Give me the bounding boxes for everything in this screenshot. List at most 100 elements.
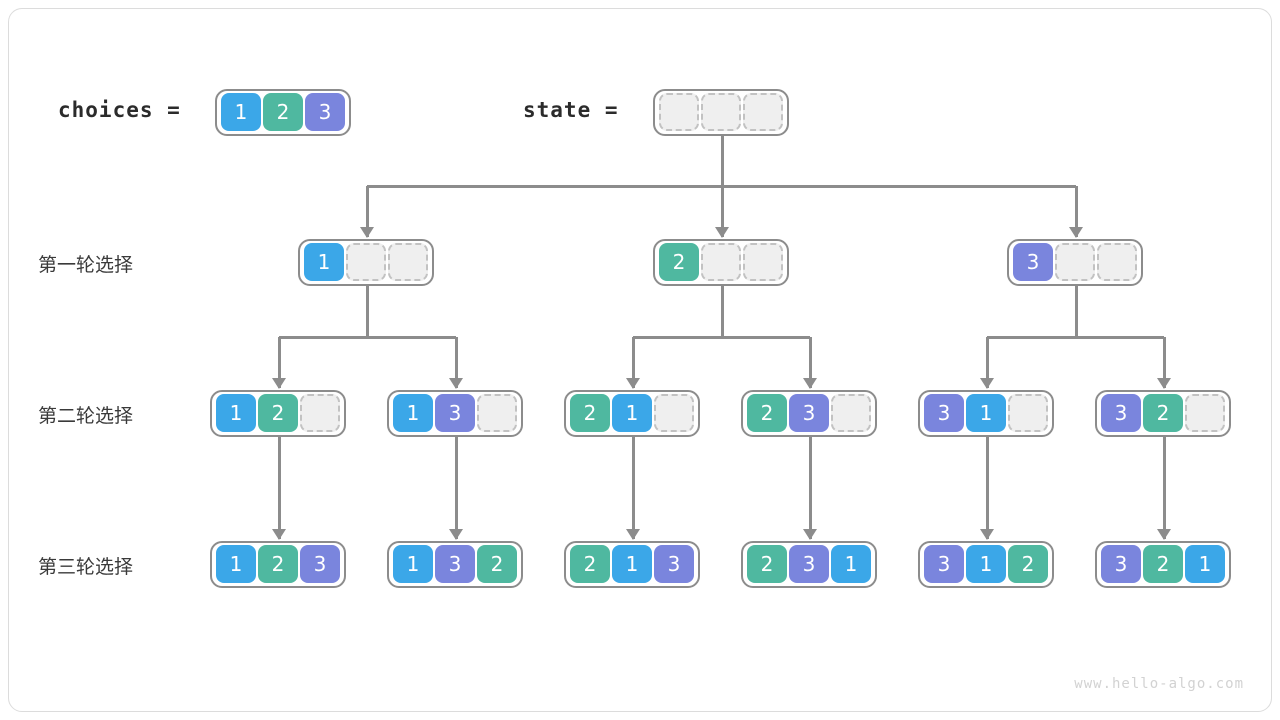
array-cell-empty (743, 93, 783, 131)
arrow-to-level3-node-5 (980, 528, 994, 540)
array-cell-filled: 2 (258, 545, 298, 583)
connector-root-stem (720, 135, 724, 186)
level1-node-3: 3 (1007, 238, 1143, 286)
state-label: state = (523, 98, 619, 122)
connector-level1-bus-2 (633, 335, 810, 339)
array-cell-filled: 3 (1101, 545, 1141, 583)
array-cell-filled: 1 (831, 545, 871, 583)
connector-level1-stem-3 (1074, 285, 1078, 337)
connector-root-branch-1 (365, 186, 369, 237)
connector-level1-bus-1 (279, 335, 456, 339)
array-cell-empty (346, 243, 386, 281)
connector-level2-stem-4 (808, 436, 812, 539)
array-cell-empty (701, 243, 741, 281)
array-cell-filled: 3 (654, 545, 694, 583)
arrow-to-level1-node-3 (1069, 226, 1083, 238)
array-cell-filled: 2 (1143, 394, 1183, 432)
array-cell-empty (300, 394, 340, 432)
connector-level1-branch-2 (454, 337, 458, 388)
array-cell-filled: 3 (435, 545, 475, 583)
array-cell-filled: 1 (1185, 545, 1225, 583)
connector-level1-branch-6 (1162, 337, 1166, 388)
connector-level2-stem-1 (277, 436, 281, 539)
array-cell-filled: 3 (789, 394, 829, 432)
array-cell-filled: 1 (221, 93, 261, 131)
array-cell-filled: 2 (477, 545, 517, 583)
array-cell-empty (743, 243, 783, 281)
arrow-to-level3-node-2 (449, 528, 463, 540)
arrow-to-level3-node-4 (803, 528, 817, 540)
arrow-to-level2-node-1 (272, 377, 286, 389)
array-cell-filled: 2 (1143, 545, 1183, 583)
connector-level1-stem-2 (720, 285, 724, 337)
connector-level1-stem-1 (365, 285, 369, 337)
array-cell-filled: 3 (1013, 243, 1053, 281)
array-cell-filled: 2 (263, 93, 303, 131)
watermark: www.hello-algo.com (1074, 676, 1244, 692)
arrow-to-level2-node-4 (803, 377, 817, 389)
array-cell-filled: 3 (300, 545, 340, 583)
connector-level1-bus-3 (987, 335, 1164, 339)
connector-level2-stem-2 (454, 436, 458, 539)
array-cell-filled: 1 (966, 545, 1006, 583)
array-cell-filled: 1 (216, 545, 256, 583)
level1-node-1: 1 (298, 238, 434, 286)
array-cell-empty (388, 243, 428, 281)
array-cell-filled: 2 (258, 394, 298, 432)
connector-level2-stem-6 (1162, 436, 1166, 539)
array-cell-filled: 3 (1101, 394, 1141, 432)
state-array (653, 88, 789, 136)
array-cell-filled: 2 (1008, 545, 1048, 583)
connector-level2-stem-3 (631, 436, 635, 539)
arrow-to-level1-node-1 (360, 226, 374, 238)
array-cell-empty (1008, 394, 1048, 432)
array-cell-empty (831, 394, 871, 432)
array-cell-empty (1055, 243, 1095, 281)
arrow-to-level2-node-5 (980, 377, 994, 389)
connector-level1-branch-5 (985, 337, 989, 388)
array-cell-empty (477, 394, 517, 432)
array-cell-filled: 3 (789, 545, 829, 583)
arrow-to-level1-node-2 (715, 226, 729, 238)
arrow-to-level2-node-2 (449, 377, 463, 389)
arrow-to-level2-node-3 (626, 377, 640, 389)
array-cell-filled: 3 (924, 394, 964, 432)
arrow-to-level3-node-6 (1157, 528, 1171, 540)
row-label-round-1: 第一轮选择 (38, 254, 134, 276)
array-cell-empty (1185, 394, 1225, 432)
array-cell-filled: 2 (659, 243, 699, 281)
level1-node-2: 2 (653, 238, 789, 286)
array-cell-empty (1097, 243, 1137, 281)
arrow-to-level3-node-1 (272, 528, 286, 540)
array-cell-filled: 2 (747, 394, 787, 432)
connector-level1-branch-3 (631, 337, 635, 388)
array-cell-filled: 1 (612, 394, 652, 432)
array-cell-filled: 1 (393, 545, 433, 583)
array-cell-filled: 2 (570, 545, 610, 583)
array-cell-empty (654, 394, 694, 432)
choices-label: choices = (58, 98, 181, 122)
arrow-to-level3-node-3 (626, 528, 640, 540)
row-label-round-3: 第三轮选择 (38, 556, 134, 578)
array-cell-filled: 3 (435, 394, 475, 432)
array-cell-filled: 1 (393, 394, 433, 432)
row-label-round-2: 第二轮选择 (38, 405, 134, 427)
array-cell-filled: 1 (966, 394, 1006, 432)
connector-level1-branch-4 (808, 337, 812, 388)
connector-level1-branch-1 (277, 337, 281, 388)
connector-root-branch-2 (720, 186, 724, 237)
array-cell-filled: 3 (305, 93, 345, 131)
array-cell-empty (701, 93, 741, 131)
